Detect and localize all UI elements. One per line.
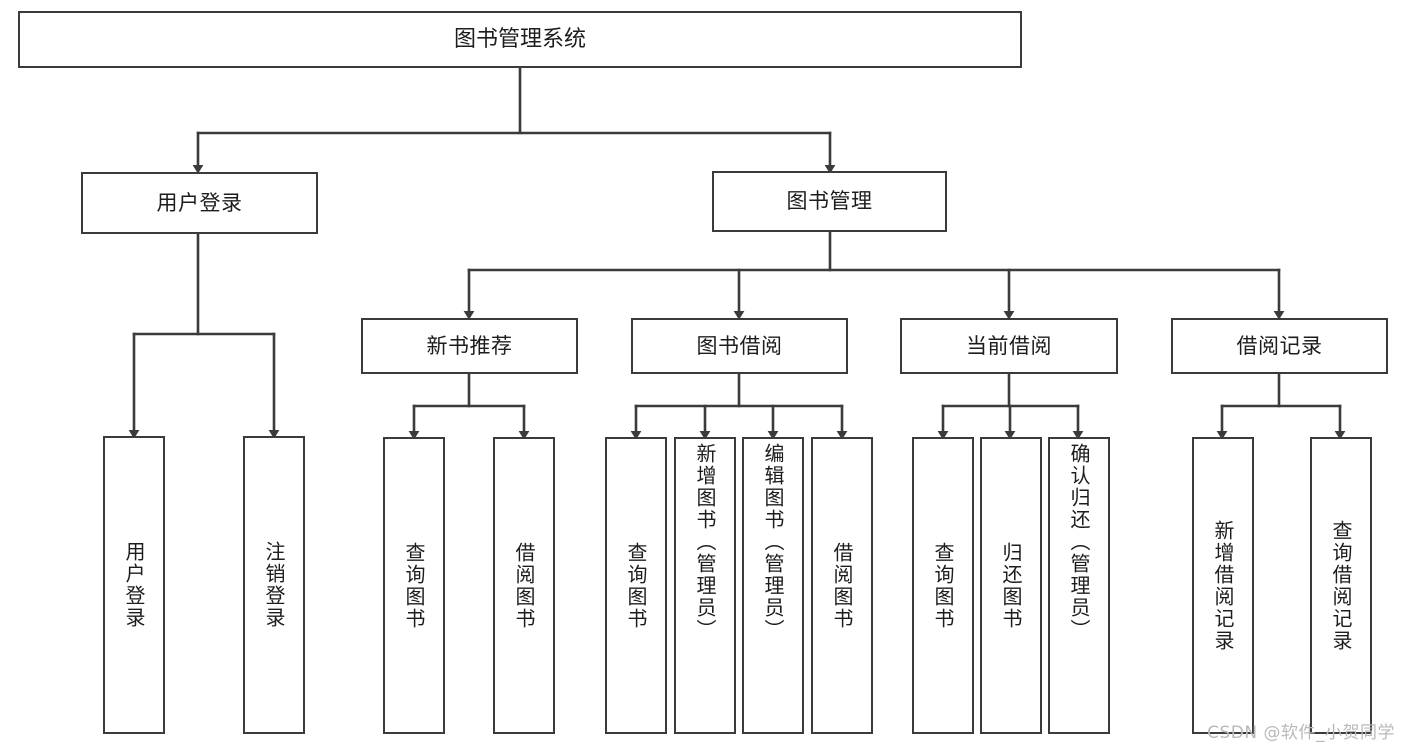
node-new-book-recommend[interactable]: 新书推荐 (361, 318, 578, 374)
node-label: 图书管理系统 (453, 26, 586, 52)
leaf-book-borrow-query[interactable]: 查询图书 (605, 437, 667, 734)
node-label: 借阅记录 (1236, 333, 1323, 358)
node-label: 查询借阅记录 (1329, 519, 1353, 652)
leaf-book-borrow-add[interactable]: 新增图书（管理员） (674, 437, 736, 734)
node-label: 新增图书（管理员） (693, 443, 717, 641)
leaf-new-book-query[interactable]: 查询图书 (383, 437, 445, 734)
node-label: 借阅图书 (830, 541, 854, 630)
node-user-login[interactable]: 用户登录 (81, 172, 318, 234)
node-book-management[interactable]: 图书管理 (712, 171, 947, 232)
node-label: 归还图书 (999, 541, 1023, 630)
leaf-user-login-logout[interactable]: 注销登录 (243, 436, 305, 734)
leaf-borrow-record-add[interactable]: 新增借阅记录 (1192, 437, 1254, 734)
leaf-current-borrow-return[interactable]: 归还图书 (980, 437, 1042, 734)
node-label: 用户登录 (122, 541, 146, 629)
node-label: 注销登录 (262, 541, 286, 629)
node-label: 图书管理 (786, 189, 873, 214)
leaf-user-login-login[interactable]: 用户登录 (103, 436, 165, 734)
node-label: 借阅图书 (512, 541, 536, 630)
node-root-system[interactable]: 图书管理系统 (18, 11, 1022, 68)
leaf-borrow-record-query[interactable]: 查询借阅记录 (1310, 437, 1372, 734)
node-book-borrow[interactable]: 图书借阅 (631, 318, 848, 374)
node-label: 确认归还（管理员） (1067, 443, 1091, 641)
node-label: 用户登录 (156, 190, 243, 215)
node-label: 查询图书 (402, 541, 426, 630)
node-borrow-record[interactable]: 借阅记录 (1171, 318, 1388, 374)
leaf-current-borrow-query[interactable]: 查询图书 (912, 437, 974, 734)
leaf-book-borrow-edit[interactable]: 编辑图书（管理员） (742, 437, 804, 734)
node-label: 新书推荐 (426, 333, 513, 358)
node-label: 当前借阅 (966, 333, 1052, 358)
node-label: 查询图书 (931, 541, 955, 630)
watermark-text: CSDN @软件_小贺同学 (1207, 723, 1395, 743)
leaf-book-borrow-borrow[interactable]: 借阅图书 (811, 437, 873, 734)
leaf-new-book-borrow[interactable]: 借阅图书 (493, 437, 555, 734)
node-label: 查询图书 (624, 541, 648, 630)
node-label: 编辑图书（管理员） (761, 443, 785, 641)
node-label: 新增借阅记录 (1211, 519, 1235, 652)
leaf-current-borrow-confirm-return[interactable]: 确认归还（管理员） (1048, 437, 1110, 734)
node-current-borrow[interactable]: 当前借阅 (900, 318, 1118, 374)
node-label: 图书借阅 (696, 333, 783, 358)
